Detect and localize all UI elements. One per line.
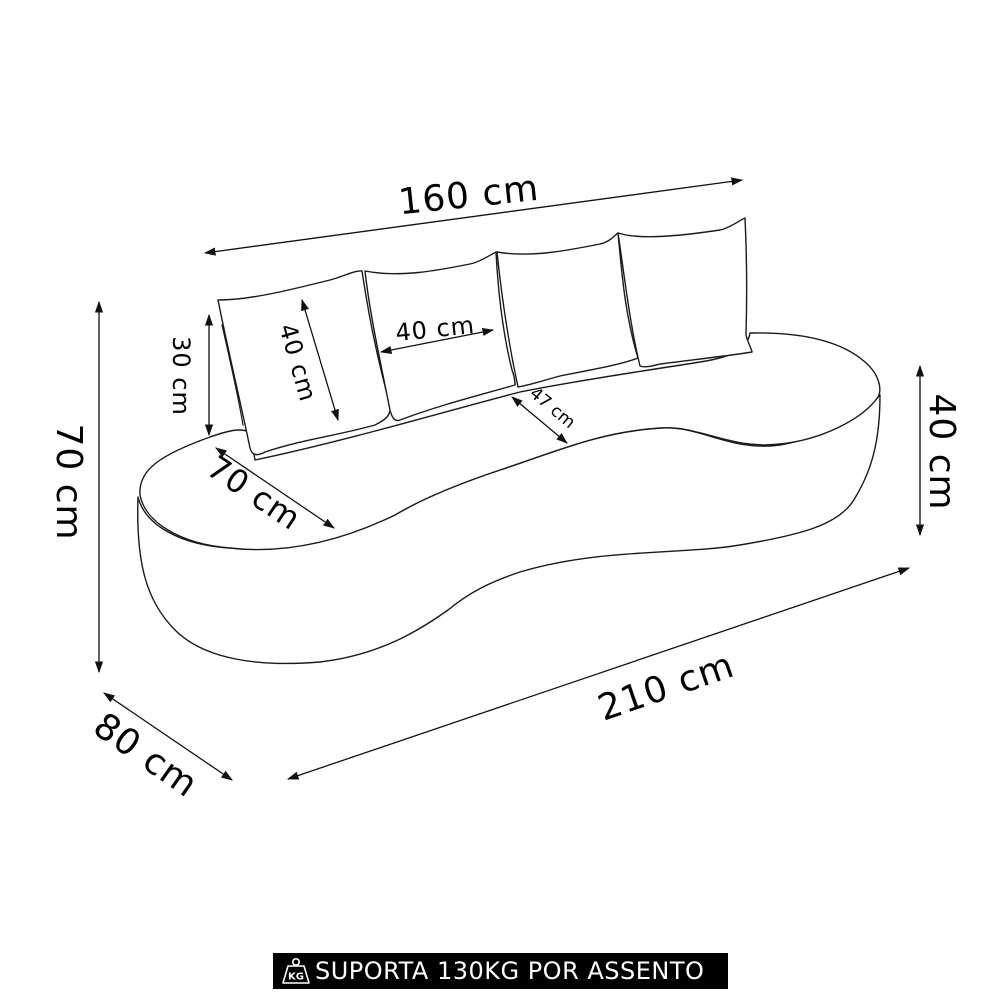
dim-line-total-width [286, 567, 911, 780]
svg-text:KG: KG [288, 972, 304, 983]
dim-line-cushion-height [301, 298, 339, 422]
weight-capacity-banner: KG SUPORTA 130KG POR ASSENTO [273, 953, 728, 989]
weight-capacity-text: SUPORTA 130KG POR ASSENTO [315, 957, 705, 985]
label-seat-height: 40 cm [921, 393, 962, 510]
cushion-3 [496, 232, 639, 388]
label-total-height: 70 cm [48, 423, 89, 540]
kg-weight-icon: KG [282, 957, 310, 984]
label-total-width: 210 cm [593, 645, 740, 730]
dim-line-seat-depth [511, 396, 568, 444]
backrest-left-edge [221, 324, 244, 426]
cushion-4 [617, 217, 753, 368]
dim-line-arm-depth [215, 447, 335, 529]
dimension-lines [94, 177, 925, 781]
dim-line-back-width [203, 177, 744, 256]
dim-line-cushion-width [379, 328, 495, 354]
label-back-width: 160 cm [397, 168, 542, 224]
label-depth: 80 cm [86, 705, 205, 806]
dim-line-depth [103, 692, 233, 781]
label-backrest-height: 30 cm [167, 336, 195, 416]
